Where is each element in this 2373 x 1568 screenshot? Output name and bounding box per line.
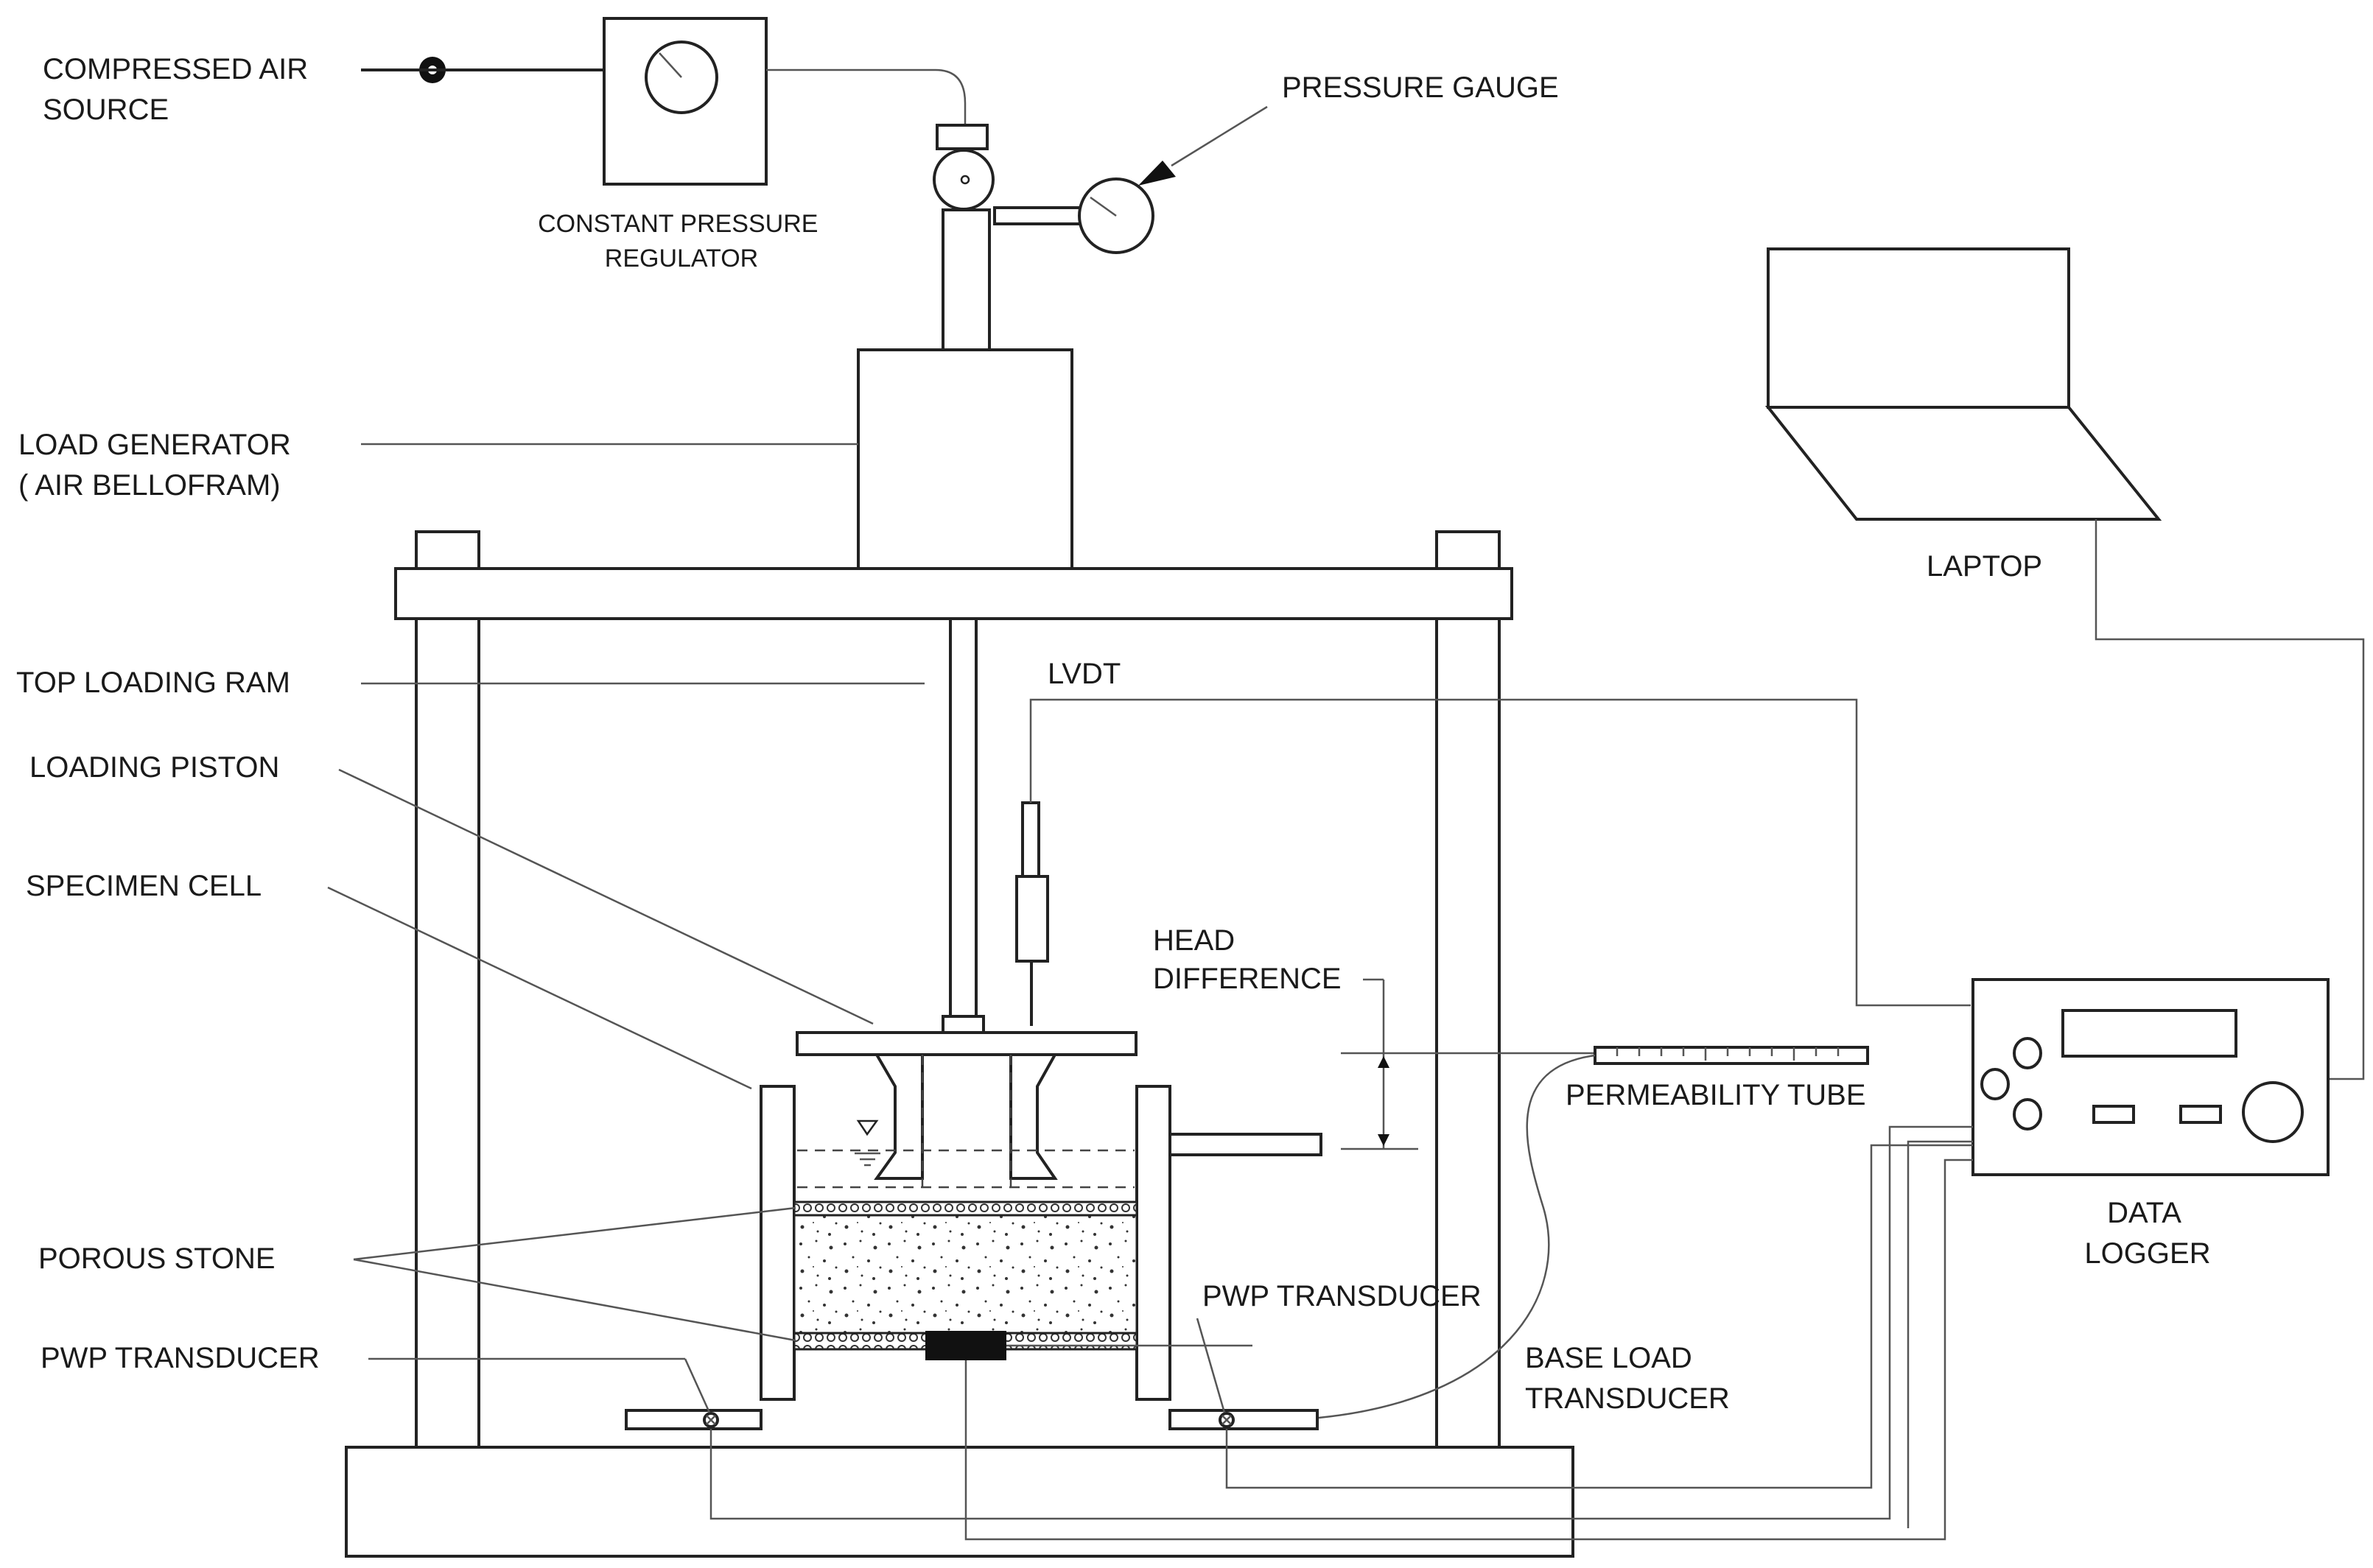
laptop: [1764, 247, 2365, 1080]
permeability-tube-hose: [1318, 1054, 1596, 1419]
load-generator: [857, 208, 1073, 571]
base-load-transducer-label: BASE LOAD TRANSDUCER: [1525, 1342, 1730, 1415]
pressure-gauge: [993, 177, 1154, 254]
loading-piston-label: LOADING PISTON: [29, 751, 279, 784]
head-difference-label: HEAD DIFFERENCE: [1153, 924, 1342, 995]
pwp-transducer-left-label: PWP TRANSDUCER: [41, 1342, 320, 1374]
pressure-gauge-label: PRESSURE GAUGE: [1282, 71, 1559, 104]
compressed-air-source-label: COMPRESSED AIR SOURCE: [43, 53, 316, 126]
top-loading-ram: [949, 617, 978, 1022]
pressure-valve: [933, 124, 995, 211]
water-level-symbol: [797, 1119, 1135, 1167]
lvdt-label: LVDT: [1048, 658, 1121, 690]
base-load-transducer: [925, 1331, 1006, 1360]
pwp-transducer-right: [1168, 1409, 1319, 1430]
pressure-gauge-leader: [1138, 105, 1268, 186]
permeability-tube: [1594, 1046, 1869, 1065]
loading-piston: [796, 1031, 1138, 1189]
top-loading-ram-label: TOP LOADING RAM: [16, 667, 290, 699]
compressed-air-source: [361, 57, 604, 83]
loading-piston-leader: [338, 768, 874, 1025]
air-supply-hose: [766, 68, 967, 125]
soil-specimen: [793, 1214, 1138, 1335]
head-difference-dimension: [1341, 978, 1595, 1150]
porous-stone-leaders: [353, 1206, 796, 1342]
loading-frame: [345, 530, 1574, 1558]
laptop-label: LAPTOP: [1927, 550, 2042, 583]
pwp-transducer-right-label: PWP TRANSDUCER: [1202, 1280, 1482, 1312]
constant-pressure-regulator: [603, 17, 768, 186]
porous-stone-label: POROUS STONE: [38, 1242, 276, 1275]
porous-stone-top: [793, 1200, 1138, 1217]
permeability-tube-label: PERMEABILITY TUBE: [1566, 1079, 1866, 1111]
pwp-transducer-right-leader: [1196, 1318, 1226, 1413]
load-generator-label: LOAD GENERATOR ( AIR BELLOFRAM): [18, 429, 299, 502]
data-logger: [1971, 978, 2330, 1176]
data-logger-label: DATA LOGGER: [2084, 1197, 2210, 1270]
constant-pressure-regulator-label: CONSTANT PRESSURE REGULATOR: [538, 210, 825, 273]
pwp-transducer-left: [625, 1409, 763, 1430]
specimen-cell-leader: [327, 886, 752, 1090]
data-logger-cables: [709, 1125, 1973, 1541]
lvdt: [1015, 698, 1971, 1026]
specimen-cell-label: SPECIMEN CELL: [26, 870, 262, 902]
